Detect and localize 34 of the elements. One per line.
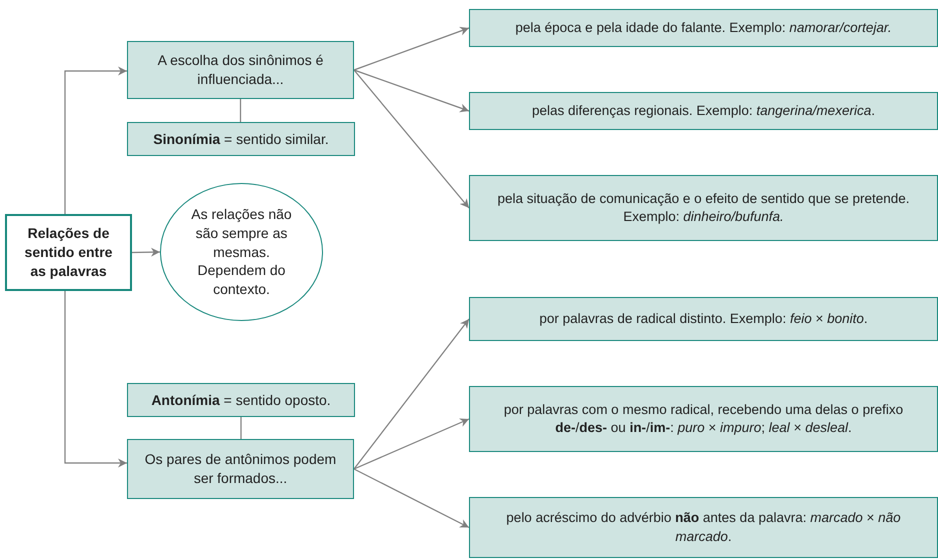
node-text: Relações de sentido entre as palavras — [24, 224, 114, 281]
topic-box — [5, 214, 132, 291]
node-text: Antonímia = sentido oposto. — [151, 390, 331, 410]
node-text: pela época e pela idade do falante. Exemplo: namorar/cortejar. — [515, 18, 892, 37]
concept-box — [127, 41, 354, 99]
arrow — [354, 468, 470, 528]
concept-box — [469, 175, 938, 241]
node-text: pelas diferenças regionais. Exemplo: tangerina/mexerica. — [532, 102, 875, 120]
arrow — [132, 248, 160, 257]
node-text: A escolha dos sinônimos é influenciada... — [156, 51, 324, 89]
arrow — [354, 318, 470, 470]
arrow — [354, 26, 470, 71]
connector-line — [240, 417, 242, 439]
node-text: As relações não são sempre as mesmas. Dependem do contexto. — [190, 204, 293, 300]
concept-box — [469, 92, 938, 130]
concept-box — [469, 297, 938, 341]
node-text: pelo acréscimo do advérbio não antes da palavra: marcado × não marcado. — [505, 509, 902, 546]
arrow — [354, 70, 470, 208]
concept-box — [469, 9, 938, 47]
node-text: por palavras com o mesmo radical, recebendo uma delas o prefixo de-/des- ou in-/im-: puro × impuro; leal × desleal. — [502, 400, 904, 437]
arrow — [354, 69, 470, 112]
concept-box — [127, 439, 354, 499]
concept-box — [127, 383, 355, 417]
concept-box — [469, 386, 938, 452]
node-text: por palavras de radical distinto. Exemplo: feio × bonito. — [539, 310, 868, 328]
arrow — [354, 418, 470, 470]
concept-box — [127, 122, 355, 156]
concept-box — [469, 497, 938, 558]
arrow — [64, 291, 127, 468]
node-text: Os pares de antônimos podem ser formados... — [144, 450, 338, 488]
node-text: Sinonímia = sentido similar. — [153, 130, 329, 148]
connector-line — [240, 99, 242, 122]
arrow — [64, 66, 127, 214]
node-text: pela situação de comunicação e o efeito de sentido que se pretende. Exemplo: dinheiro/bufunfa. — [496, 190, 911, 226]
